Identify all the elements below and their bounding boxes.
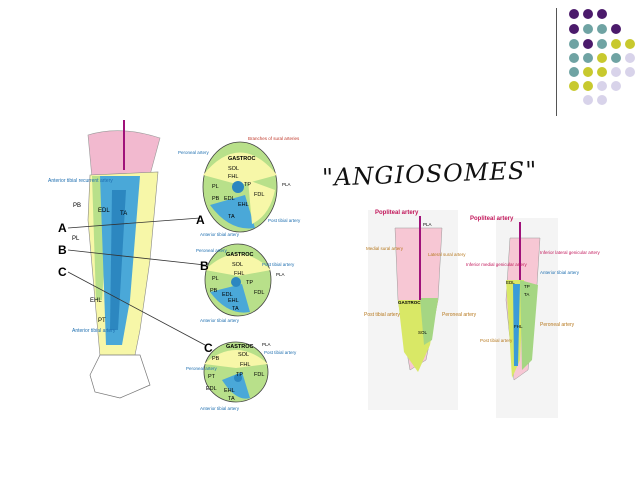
- posterior-peroneal: Peroneal artery: [442, 312, 477, 318]
- posterior-pla: PLA: [423, 222, 432, 227]
- divider-line: [556, 8, 557, 116]
- section-a-pb: PB: [212, 196, 220, 202]
- section-a-fdl: FDL: [254, 192, 264, 198]
- section-c-post-tibial: Post tibial artery: [264, 350, 297, 355]
- section-a-pl: PL: [212, 184, 219, 190]
- label-anterior-tibial-artery: Anterior tibial artery: [72, 328, 116, 334]
- cross-section-a: A Branches of sural arteries Peroneal ar…: [178, 136, 301, 237]
- lateral-edl: EDL: [506, 280, 515, 285]
- lateral-inferior-lateral: Inferior lateral genicular artery: [540, 250, 601, 255]
- section-b-ta: TA: [232, 306, 239, 312]
- section-b-fdl: FDL: [254, 290, 264, 296]
- lateral-post-tibial: Post tibial artery: [480, 338, 513, 343]
- label-anterior-tibial-recurrent: Anterior tibial recurrent artery: [48, 178, 113, 184]
- section-a-post-tibial: Post tibial artery: [268, 218, 301, 223]
- section-b-tp: TP: [246, 280, 253, 286]
- section-b-letter: B: [200, 259, 209, 273]
- section-b-gastroc: GASTROC: [226, 252, 254, 258]
- section-c-sol: SOL: [238, 352, 249, 358]
- label-ta: TA: [120, 211, 127, 217]
- section-a-sol: SOL: [228, 166, 239, 172]
- cross-section-c: C GASTROC SOL FHL PB TP PT FDL EDL EHL T…: [186, 341, 297, 411]
- section-c-ta: TA: [228, 396, 235, 402]
- section-b-fhl: FHL: [234, 271, 244, 277]
- section-c-gastroc: GASTROC: [226, 344, 254, 350]
- section-a-tp: TP: [244, 182, 251, 188]
- section-c-pb: PB: [212, 356, 220, 362]
- section-b-peroneal: Peroneal artery: [196, 248, 228, 253]
- section-b-post-tibial: Post tibial artery: [262, 262, 295, 267]
- lateral-peroneal: Peroneal artery: [540, 322, 575, 328]
- cross-section-b: B Peroneal artery GASTROC SOL FHL PL TP …: [196, 243, 295, 323]
- label-pb: PB: [73, 203, 81, 209]
- section-a-peroneal: Peroneal artery: [178, 150, 210, 155]
- decorative-dot-grid: [569, 9, 635, 105]
- section-a-letter: A: [196, 213, 205, 227]
- foot-outline: [89, 354, 151, 399]
- lateral-fhl: FHL: [514, 324, 523, 329]
- section-b-ehl: EHL: [228, 298, 239, 304]
- posterior-popliteal: Popliteal artery: [375, 210, 419, 216]
- label-ehl: EHL: [90, 298, 102, 304]
- posterior-gastroc: GASTROC: [398, 300, 421, 305]
- section-c-ehl: EHL: [224, 388, 235, 394]
- section-a-ehl: EHL: [238, 202, 249, 208]
- section-c-edl: EDL: [206, 386, 217, 392]
- section-a-branches: Branches of sural arteries: [248, 136, 300, 141]
- letter-c-left: C: [58, 265, 67, 279]
- letter-a-left: A: [58, 221, 67, 235]
- section-a-edl: EDL: [224, 196, 235, 202]
- section-a-fhl: FHL: [228, 174, 238, 180]
- section-a-ta: TA: [228, 214, 235, 220]
- section-b-pb: PB: [210, 288, 218, 294]
- section-b-edl: EDL: [222, 292, 233, 298]
- posterior-post-tibial: Post tibial artery: [364, 312, 400, 318]
- label-edl: EDL: [98, 208, 110, 214]
- section-b-pl: PL: [212, 276, 219, 282]
- edl-band: [110, 190, 126, 330]
- lateral-tp: TP: [524, 284, 530, 289]
- posterior-lateral-sural: Lateral sural artery: [428, 252, 466, 257]
- lateral-popliteal: Popliteal artery: [470, 216, 514, 222]
- section-b-pla: PLA: [276, 272, 285, 277]
- section-b-sol: SOL: [232, 262, 243, 268]
- letter-b-left: B: [58, 243, 67, 257]
- section-c-fhl: FHL: [240, 362, 250, 368]
- label-pt: PT: [98, 318, 106, 324]
- section-c-pt: PT: [208, 374, 216, 380]
- section-a-anterior-tibial: Anterior tibial artery: [200, 232, 240, 237]
- section-c-pla: PLA: [262, 342, 271, 347]
- section-c-tp: TP: [236, 372, 243, 378]
- section-c-fdl: FDL: [254, 372, 264, 378]
- posterior-sol: SOL: [418, 330, 428, 335]
- posterior-leg-view: Popliteal artery PLA Medial sural artery…: [364, 210, 477, 410]
- section-c-letter: C: [204, 341, 213, 355]
- section-c-peroneal: Peroneal artery: [186, 366, 218, 371]
- posterior-medial-sural: Medial sural artery: [366, 246, 404, 251]
- lateral-inferior-medial: Inferior medial genicular artery: [466, 262, 528, 267]
- section-c-anterior-tibial: Anterior tibial artery: [200, 406, 240, 411]
- section-b-anterior-tibial: Anterior tibial artery: [200, 318, 240, 323]
- section-a-pla: PLA: [282, 182, 291, 187]
- label-pl: PL: [72, 236, 80, 242]
- lateral-ta: TA: [524, 292, 529, 297]
- section-a-gastroc: GASTROC: [228, 156, 256, 162]
- lateral-anterior-tibial: Anterior tibial artery: [540, 270, 580, 275]
- lateral-leg-view: Popliteal artery Inferior lateral genicu…: [466, 216, 601, 418]
